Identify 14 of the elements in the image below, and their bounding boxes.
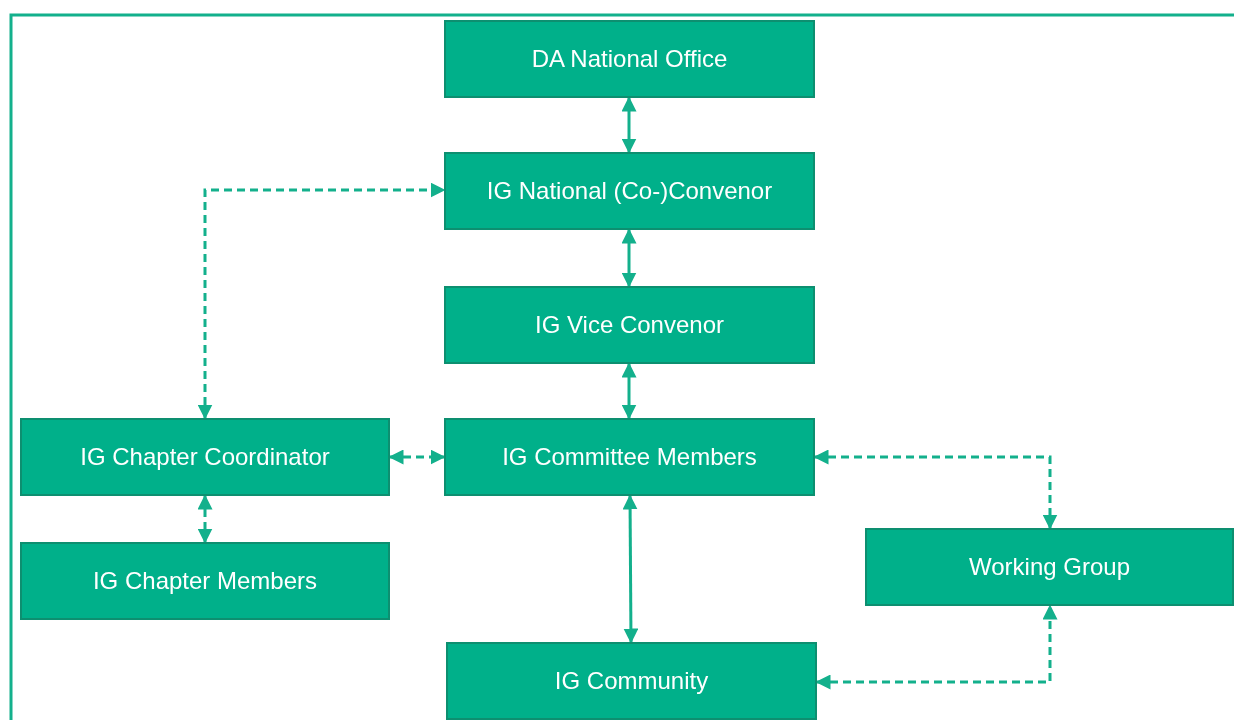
role-box: IG Community (446, 642, 817, 720)
role-box: IG Vice Convenor (444, 286, 815, 364)
arrow (621, 96, 637, 154)
arrow (622, 494, 639, 644)
role-box: DA National Office (444, 20, 815, 98)
role-box: IG Chapter Members (20, 542, 390, 620)
role-box: IG Chapter Coordinator (20, 418, 390, 496)
role-box: IG National (Co-)Convenor (444, 152, 815, 230)
arrow (197, 182, 446, 420)
arrow (197, 494, 213, 544)
role-box: Working Group (865, 528, 1234, 606)
role-box: IG Committee Members (444, 418, 815, 496)
arrow (621, 362, 637, 420)
arrow (621, 228, 637, 288)
